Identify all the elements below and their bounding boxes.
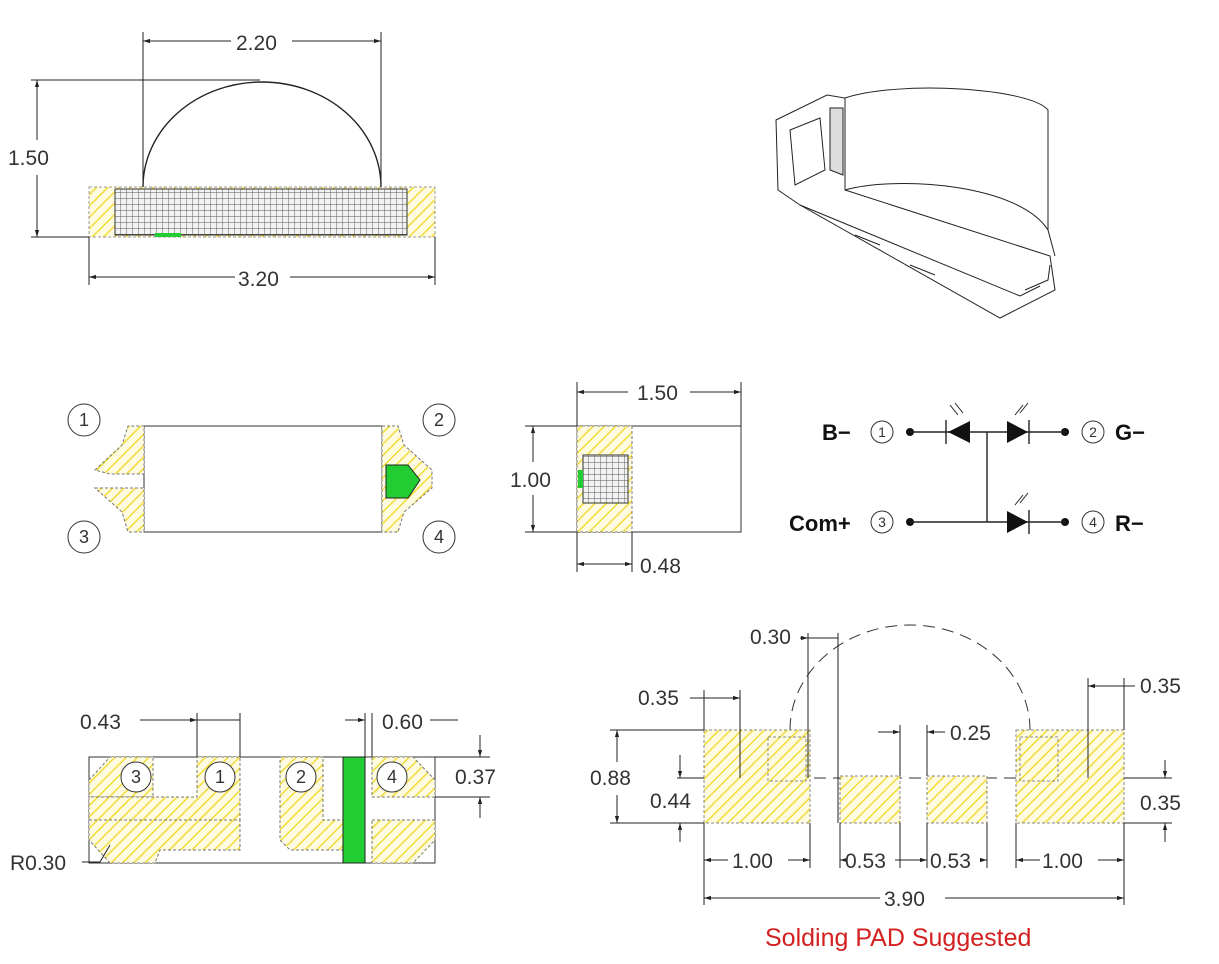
dim-044: 0.44	[650, 790, 691, 813]
dim-390: 3.90	[884, 888, 925, 911]
dim-088: 0.88	[590, 767, 631, 790]
sch-node-2: 2	[1089, 424, 1097, 440]
dim-top-height: 1.50	[8, 147, 49, 170]
dim-030: 0.30	[750, 626, 791, 649]
sch-node-3: 3	[878, 514, 886, 530]
sch-label-r: R−	[1115, 511, 1144, 536]
dim-025: 0.25	[950, 722, 991, 745]
pad-pin-1: 1	[215, 767, 225, 787]
sch-label-g: G−	[1115, 420, 1145, 445]
dim-100-right: 1.00	[1042, 850, 1083, 873]
pin-label-1: 1	[79, 410, 89, 430]
dim-top-width: 2.20	[236, 32, 277, 55]
dim-side-width: 1.50	[637, 382, 678, 405]
dim-radius: R0.30	[10, 852, 66, 875]
solder-pad-layout	[610, 624, 1172, 905]
dim-pad-width: 0.43	[80, 711, 121, 734]
dim-top-total-width: 3.20	[238, 268, 279, 291]
pad-pin-4: 4	[387, 767, 397, 787]
dim-side-height: 1.00	[510, 469, 551, 492]
dim-053-right: 0.53	[930, 850, 971, 873]
bottom-pad-view	[82, 713, 490, 864]
dim-035-vertical: 0.35	[1140, 792, 1181, 815]
pin-label-3: 3	[79, 527, 89, 547]
pad-pin-3: 3	[131, 767, 141, 787]
pin-label-2: 2	[434, 410, 444, 430]
sch-label-com: Com+	[789, 511, 851, 536]
schematic	[870, 402, 1105, 534]
dim-035-right: 0.35	[1140, 675, 1181, 698]
sch-node-4: 4	[1089, 514, 1097, 530]
sch-node-1: 1	[878, 424, 886, 440]
sch-label-b: B−	[822, 420, 851, 445]
side-view	[525, 382, 742, 572]
dim-pad-height: 0.37	[455, 766, 496, 789]
pad-pin-2: 2	[296, 767, 306, 787]
isometric-view	[775, 87, 1056, 319]
dim-035-left: 0.35	[638, 687, 679, 710]
dim-100-left: 1.00	[732, 850, 773, 873]
dim-side-offset: 0.48	[640, 555, 681, 578]
top-view	[31, 32, 436, 285]
pad-caption: Solding PAD Suggested	[765, 924, 1031, 952]
dim-pad-gap: 0.60	[382, 711, 423, 734]
pin-label-4: 4	[434, 527, 444, 547]
pin-view	[67, 403, 456, 554]
dim-053-left: 0.53	[845, 850, 886, 873]
